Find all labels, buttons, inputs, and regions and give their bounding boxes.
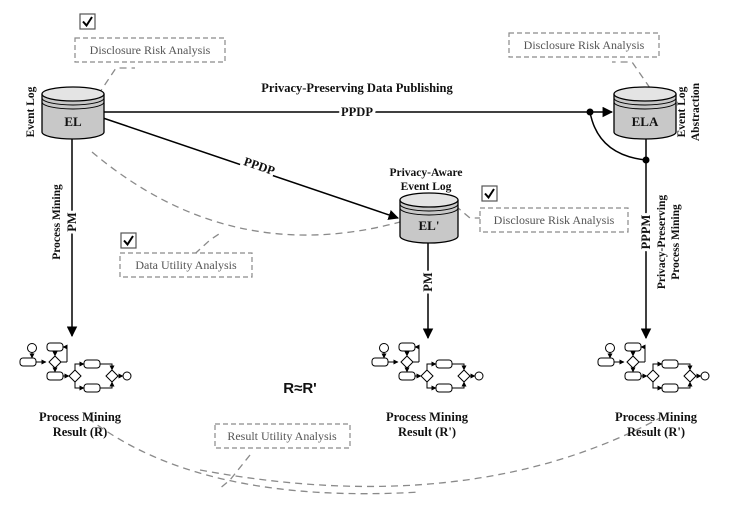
database-el-prime-label: EL': [419, 218, 440, 233]
label-process-mining-left: Process Mining: [51, 184, 63, 260]
junction-arc: [589, 111, 647, 161]
edge-label-pm-left: PM: [65, 212, 79, 232]
svg-text:Disclosure Risk Analysis: Disclosure Risk Analysis: [494, 213, 615, 227]
process-model-right-icon: [598, 343, 709, 392]
svg-text:Data Utility Analysis: Data Utility Analysis: [135, 258, 237, 272]
result-left-line1: Process Mining: [39, 410, 122, 424]
data-utility-pointer: [185, 231, 223, 263]
database-ela-label: ELA: [632, 114, 659, 129]
result-utility-curve-right: [199, 417, 661, 488]
process-model-left-icon: [20, 343, 131, 392]
analysis-box-data-utility: Data Utility Analysis: [119, 232, 253, 278]
edge-el-to-elprime: [102, 117, 399, 220]
risk-mid-pointer: [445, 197, 482, 219]
label-event-log: Event Log: [25, 86, 37, 137]
result-mid-line1: Process Mining: [386, 410, 469, 424]
svg-text:Disclosure Risk Analysis: Disclosure Risk Analysis: [524, 38, 645, 52]
result-right-line1: Process Mining: [615, 410, 698, 424]
result-utility-curve-left: [87, 417, 421, 495]
risk-left-pointer: [97, 67, 135, 96]
database-ela: ELA: [613, 86, 677, 140]
analysis-box-result-utility: Result Utility Analysis: [214, 423, 351, 449]
analysis-box-risk-right: Disclosure Risk Analysis: [508, 32, 660, 58]
result-utility-pointer: [217, 454, 251, 491]
checkbox-checked-icon: [120, 232, 137, 249]
database-el: EL: [41, 86, 105, 140]
edge-label-pppm-right: PPPM: [639, 214, 653, 249]
edge-label-ppdp-diag: PPDP: [242, 154, 277, 178]
label-ppm-1: Privacy-Preserving: [656, 195, 668, 290]
label-privacy-aware-2: Event Log: [401, 181, 452, 193]
database-el-label: EL: [64, 114, 82, 129]
edge-label-ppdp-top: PPDP: [341, 105, 373, 119]
title-ppdp: Privacy-Preserving Data Publishing: [261, 81, 453, 95]
result-left-line2: Result (R): [53, 425, 108, 439]
process-model-mid-icon: [372, 343, 483, 392]
risk-right-pointer: [612, 61, 651, 89]
label-ppm-2: Process Mining: [670, 204, 682, 280]
label-ela-1: Event Log: [676, 86, 688, 137]
label-ela-2: Abstraction: [690, 82, 702, 141]
edge-label-pm-mid: PM: [421, 272, 435, 292]
checkbox-checked-icon: [79, 13, 96, 30]
label-r-approx: R≈R': [283, 380, 316, 397]
label-privacy-aware-1: Privacy-Aware: [389, 167, 462, 179]
analysis-box-risk-left: Disclosure Risk Analysis: [74, 13, 226, 63]
svg-text:Disclosure Risk Analysis: Disclosure Risk Analysis: [90, 43, 211, 57]
analysis-box-risk-mid: Disclosure Risk Analysis: [479, 185, 629, 233]
checkbox-checked-icon: [481, 185, 498, 202]
result-mid-line2: Result (R'): [398, 425, 456, 439]
result-right-line2: Result (R'): [627, 425, 685, 439]
database-el-prime: EL': [399, 192, 459, 244]
svg-text:Result Utility Analysis: Result Utility Analysis: [227, 429, 337, 443]
